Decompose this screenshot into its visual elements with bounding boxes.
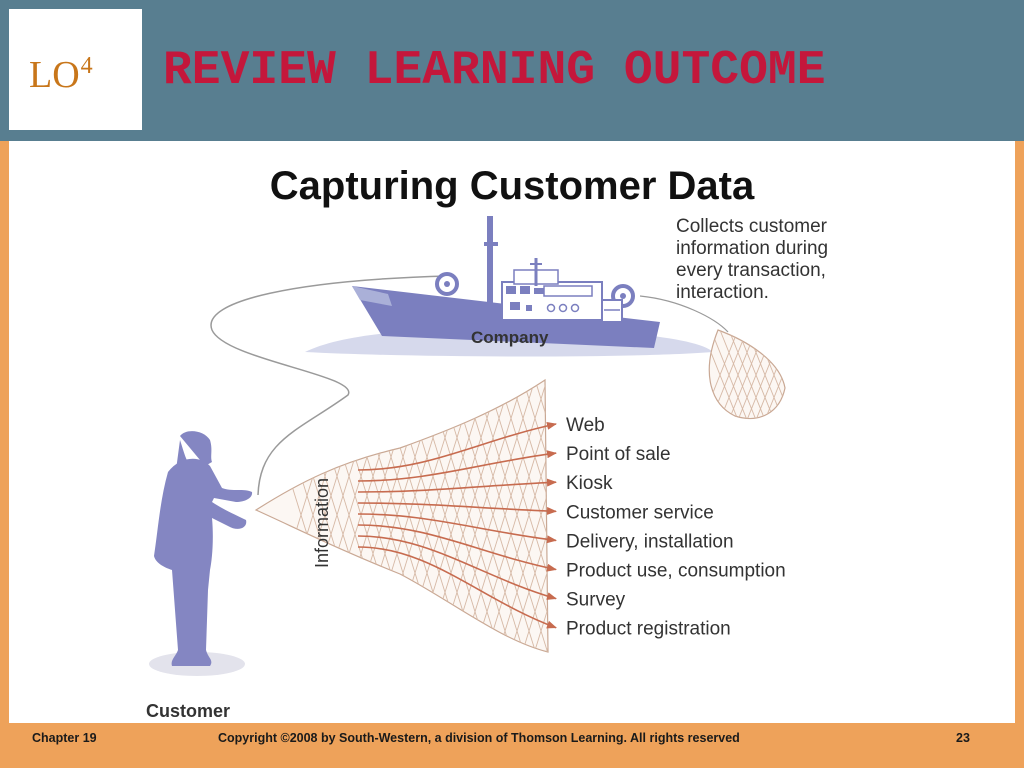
fishing-line xyxy=(210,275,449,496)
source-label: Web xyxy=(566,415,605,436)
source-label: Survey xyxy=(566,590,626,611)
source-label: Customer service xyxy=(566,502,714,523)
small-net xyxy=(708,329,786,420)
lo-badge: LO4 xyxy=(9,9,142,130)
information-arrows xyxy=(357,421,557,629)
customer-label: Customer xyxy=(146,701,230,721)
company-label: Company xyxy=(471,328,549,347)
footer-copyright: Copyright ©2008 by South-Western, a divi… xyxy=(218,731,740,745)
header-bar xyxy=(0,0,1024,141)
lo-label: LO4 xyxy=(29,53,93,96)
footer-page-number: 23 xyxy=(956,731,970,745)
net-rope xyxy=(639,295,729,333)
header-title: REVIEW LEARNING OUTCOME xyxy=(163,44,826,98)
ship-icon xyxy=(352,216,660,348)
information-label: Information xyxy=(312,478,332,568)
source-label: Delivery, installation xyxy=(566,531,734,552)
source-label: Kiosk xyxy=(566,473,613,494)
slide-title: Capturing Customer Data xyxy=(269,164,755,208)
information-arrow xyxy=(357,502,557,515)
information-arrow xyxy=(357,450,557,482)
callout-line-4: interaction. xyxy=(676,282,769,303)
source-label: Product use, consumption xyxy=(566,561,786,582)
information-arrow xyxy=(357,524,557,572)
callout-line-2: information during xyxy=(676,238,828,259)
information-arrow xyxy=(357,546,557,629)
information-arrow xyxy=(357,513,557,544)
information-arrow xyxy=(357,421,557,471)
callout-line-1: Collects customer xyxy=(676,216,828,237)
footer-chapter: Chapter 19 xyxy=(32,731,97,745)
information-arrow xyxy=(357,535,557,600)
lo-number: 4 xyxy=(80,53,93,80)
source-label: Product registration xyxy=(566,619,731,640)
callout-line-3: every transaction, xyxy=(676,260,826,281)
customer-figure xyxy=(149,431,253,676)
information-arrow xyxy=(357,478,557,493)
source-label: Point of sale xyxy=(566,444,671,465)
